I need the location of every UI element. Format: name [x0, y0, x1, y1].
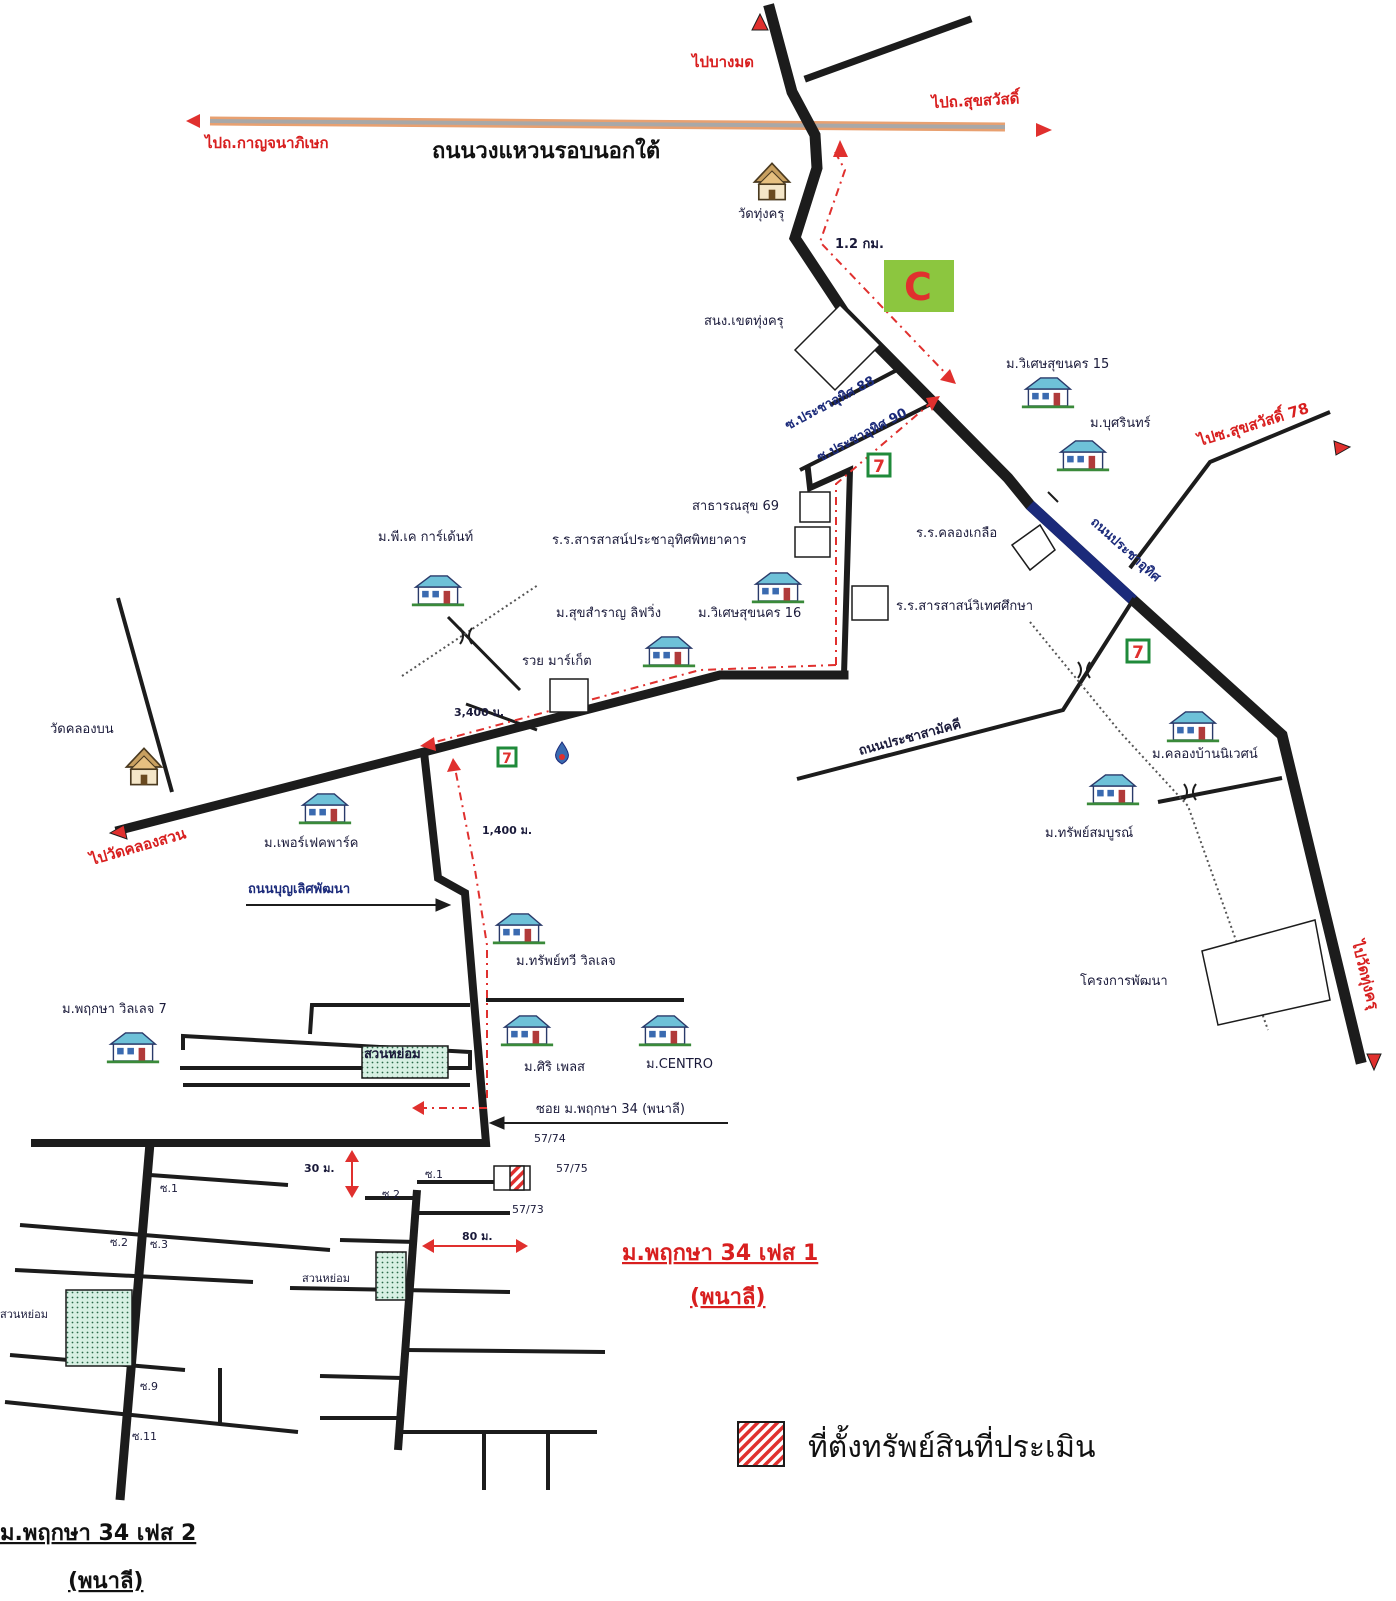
plot-labels: 57/74 57/75 57/73: [512, 1132, 588, 1216]
soi-labels: ซ.1 ซ.1 ซ.2 ซ.2 ซ.3 ซ.9 ซ.11: [110, 1168, 443, 1443]
label-park-2: สวนหย่อม: [302, 1272, 350, 1285]
label-distance-3: 1,400 ม.: [482, 824, 532, 837]
label-soi: ซ.9: [140, 1380, 158, 1393]
label-bunyarin: ม.บุศรินทร์: [1090, 415, 1151, 431]
label-soi: ซ.11: [132, 1430, 157, 1443]
label-distance-5: 80 ม.: [462, 1230, 493, 1243]
label-pruksa-village-7: ม.พฤกษา วิลเลจ 7: [62, 1002, 167, 1017]
house-icon: [499, 1014, 555, 1047]
label-plot: 57/74: [534, 1132, 566, 1145]
svg-text:7: 7: [502, 751, 512, 767]
label-wat-khlong-bon: วัดคลองบน: [50, 722, 114, 737]
lotus-store-icon: C: [884, 260, 954, 312]
title-phase-2: ม.พฤกษา 34 เฟส 2: [0, 1521, 196, 1546]
building-outlines: [549, 303, 1331, 1026]
label-to-suksawat: ไปถ.สุขสวัสดิ์: [929, 86, 1022, 113]
title-phase-2-sub: (พนาลี): [68, 1569, 144, 1594]
label-sap-thawee: ม.ทรัพย์ทวี วิลเลจ: [516, 953, 616, 969]
label-plot: 57/73: [512, 1203, 544, 1216]
label-khlong-ban: ม.คลองบ้านนิเวศน์: [1152, 746, 1258, 762]
house-icons: [105, 376, 1221, 1064]
label-distance-1: 1.2 กม.: [835, 237, 884, 252]
label-soi-pruksa-34: ซอย ม.พฤกษา 34 (พนาลี): [536, 1101, 685, 1117]
label-suk-charoen: ม.สุขสำราญ ลิฟวิ่ง: [556, 604, 661, 621]
house-icon: [750, 571, 806, 604]
label-to-wat-thung-ru: ไปวัดทุ่งครุ: [1347, 936, 1384, 1012]
label-wat-thung-khru: วัดทุ่งครุ: [738, 207, 784, 222]
house-icon: [1020, 376, 1076, 409]
label-ruai-market: รวย มาร์เก็ต: [522, 651, 592, 669]
house-icon: [1055, 439, 1111, 472]
temple-icon: [753, 162, 791, 201]
project-titles: ม.พฤกษา 34 เฟส 1 (พนาลี) ม.พฤกษา 34 เฟส …: [0, 1241, 818, 1594]
legend-property-label: ที่ตั้งทรัพย์สินที่ประเมิน: [808, 1425, 1096, 1465]
svg-text:C: C: [904, 265, 932, 309]
label-to-bang-mot: ไปบางมด: [690, 52, 754, 71]
temple-icons: [125, 162, 791, 786]
property-plots: [493, 1165, 531, 1191]
label-sap-somboon: ม.ทรัพย์สมบูรณ์: [1045, 825, 1133, 841]
label-plot: 57/75: [556, 1162, 588, 1175]
label-soi: ซ.2: [382, 1188, 400, 1201]
label-health-center: สาธารณสุข 69: [692, 499, 779, 514]
seven-eleven-icon: 7: [496, 746, 518, 768]
label-project-dev: โครงการพัฒนา: [1080, 973, 1168, 989]
label-ring-road: ถนนวงแหวนรอบนอกใต้: [432, 137, 660, 164]
parks: [65, 1045, 449, 1367]
hatched-legend-swatch: [737, 1421, 785, 1467]
secondary-roads: [4, 368, 1331, 1501]
house-icon: [1165, 710, 1221, 743]
title-phase-1-sub: (พนาลี): [690, 1285, 766, 1310]
road-labels: ถนนวงแหวนรอบนอกใต้ ถนนประชาอุทิศ ซ.ประชา…: [248, 137, 1164, 1117]
distance-labels: 1.2 กม. 3,400 ม. 1,400 ม. 30 ม. 80 ม.: [304, 237, 884, 1243]
label-school-pracha: ร.ร.สารสาสน์ประชาอุทิศพิทยาคาร: [552, 532, 747, 548]
label-soi: ซ.1: [425, 1168, 443, 1181]
label-school-khlong: ร.ร.คลองเกลือ: [916, 525, 997, 541]
label-bunlert-phatthana: ถนนบุญเลิศพัฒนา: [248, 882, 350, 897]
label-to-kanchanaphisek: ไปถ.กาญจนาภิเษก: [203, 133, 329, 152]
label-distance-4: 30 ม.: [304, 1162, 335, 1175]
title-phase-1: ม.พฤกษา 34 เฟส 1: [622, 1241, 818, 1266]
route-lines: [412, 140, 956, 1115]
label-distance-2: 3,400 ม.: [454, 706, 504, 719]
legend: ที่ตั้งทรัพย์สินที่ประเมิน: [737, 1421, 1096, 1467]
label-soi: ซ.1: [160, 1182, 178, 1195]
house-icon: [297, 792, 353, 825]
house-icon: [1085, 773, 1141, 806]
seven-eleven-icon: 7: [866, 452, 892, 478]
house-icon: [105, 1031, 161, 1064]
label-soi: ซ.2: [110, 1236, 128, 1249]
seven-eleven-icon: 7: [1125, 638, 1151, 664]
label-wisetsuk-16: ม.วิเศษสุขนคร 16: [698, 606, 801, 621]
house-icon: [410, 574, 466, 607]
house-icon: [491, 912, 547, 945]
label-soi-90: ซ.ประชาอุทิศ 90: [815, 406, 910, 466]
label-pk-garden: ม.พี.เค การ์เด้นท์: [378, 529, 473, 545]
house-icon: [637, 1014, 693, 1047]
label-park-1: สวนหย่อม: [364, 1047, 421, 1062]
place-labels: วัดทุ่งครุ สนง.เขตทุ่งครุ ม.วิเศษสุขนคร …: [0, 207, 1258, 1321]
gas-station-icon: [555, 741, 569, 765]
temple-icon: [125, 747, 163, 786]
measure-arrows: [345, 1150, 528, 1253]
svg-text:7: 7: [1132, 643, 1144, 663]
label-pracha-samakkhi: ถนนประชาสามัคคี: [857, 716, 963, 759]
label-soi: ซ.3: [150, 1238, 168, 1251]
label-wisetsuk-15: ม.วิเศษสุขนคร 15: [1006, 357, 1109, 372]
bridge-marks: [459, 491, 1197, 801]
svg-text:7: 7: [873, 457, 885, 477]
house-icon: [641, 635, 697, 668]
label-centro: ม.CENTRO: [646, 1057, 713, 1072]
label-sri-place: ม.ศิริ เพลส: [524, 1060, 585, 1075]
ring-road: [186, 114, 1052, 137]
pointer-arrows: [108, 12, 1382, 1130]
label-park-3: สวนหย่อม: [0, 1308, 48, 1321]
label-school-wittes: ร.ร.สารสาสน์วิเทศศึกษา: [896, 598, 1033, 614]
label-perfect-park: ม.เพอร์เฟคพาร์ค: [264, 835, 358, 851]
label-district-office: สนง.เขตทุ่งครุ: [704, 314, 784, 329]
